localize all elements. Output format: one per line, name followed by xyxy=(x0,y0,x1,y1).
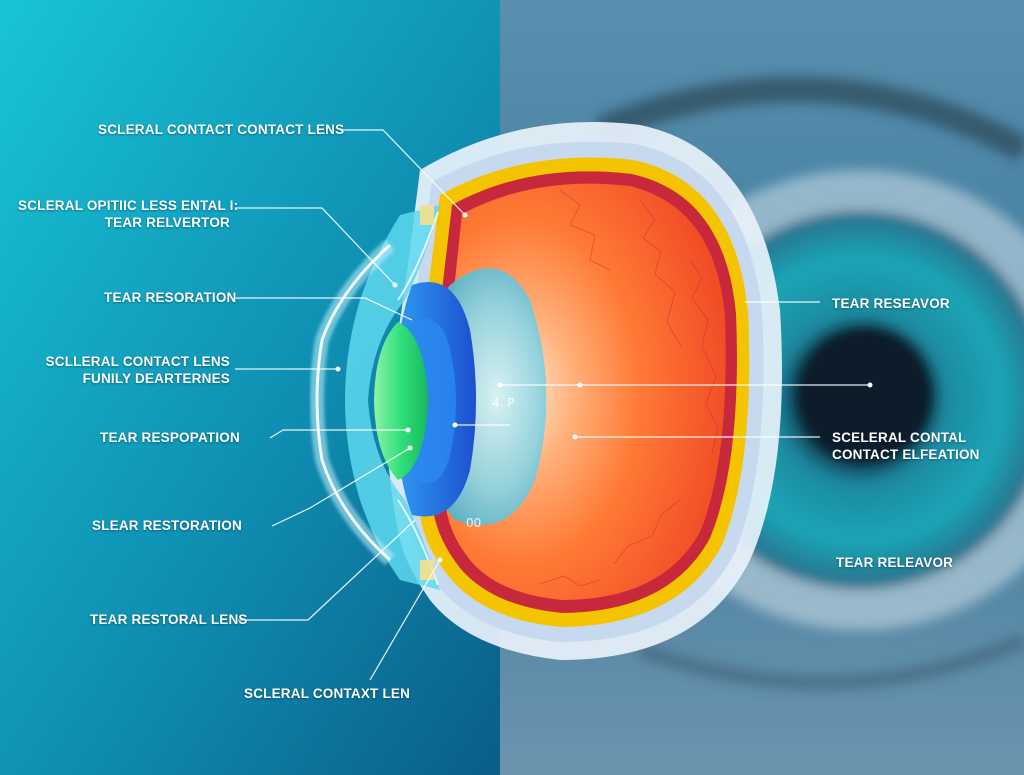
label-scleral-contact-lens-top: SCLERAL CONTACT CONTACT LENS xyxy=(98,122,345,137)
label-scleral-contaxt-len: SCLERAL CONTAXT LEN xyxy=(244,686,411,701)
label-tear-releavor: TEAR RELEAVOR xyxy=(836,555,954,570)
leader-dots-left xyxy=(335,212,468,563)
label-slear-restoration: SLEAR RESTORATION xyxy=(92,518,242,533)
lens-mark: 4. P xyxy=(492,396,515,410)
leader-lines-left xyxy=(235,129,466,681)
label-tear-restoral-lens: TEAR RESTORAL LENS xyxy=(90,612,248,627)
label-tear-reseavor: TEAR RESEAVOR xyxy=(832,296,950,311)
label-sceleral-contal: SCELERAL CONTAL CONTACT ELFEATION xyxy=(832,430,980,462)
leader-dots-right xyxy=(452,382,873,440)
scleral-contact-lens xyxy=(345,205,440,590)
label-tear-respopation: TEAR RESPOPATION xyxy=(100,430,240,445)
cornea xyxy=(374,322,428,480)
leader-lines-right xyxy=(455,301,870,438)
label-tear-resoration: TEAR RESORATION xyxy=(104,290,237,305)
label-scleral-optic: SCLERAL OPITIIC LESS ENTAL I: TEAR RELVE… xyxy=(18,198,239,230)
lens-mark-2: 00 xyxy=(466,516,482,530)
label-sclleral-contact-lens: SCLLERAL CONTACT LENS FUNILY DEARTERNES xyxy=(45,354,230,386)
